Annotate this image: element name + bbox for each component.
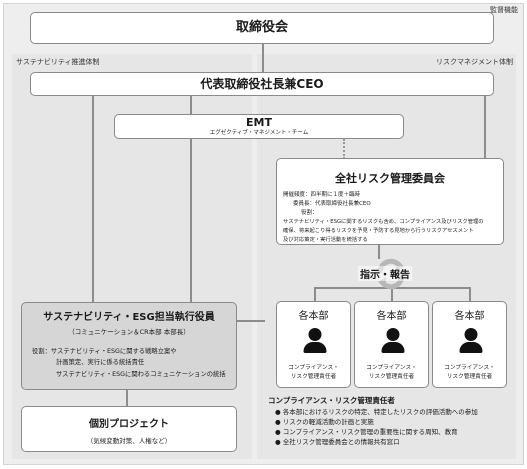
sustainability-officer-title: サステナビリティ・ESG担当執行役員 bbox=[43, 312, 215, 323]
board-title: 取締役会 bbox=[235, 20, 288, 35]
board-box: 取締役会 bbox=[30, 12, 494, 44]
supervision-label: 監督機能 bbox=[490, 6, 518, 14]
emt-title: EMT bbox=[246, 116, 272, 129]
person-icon bbox=[380, 328, 405, 354]
connector-board-ceo bbox=[262, 44, 264, 72]
risk-committee-chair: 委員長：代表取締役社長兼CEO bbox=[293, 201, 371, 207]
instruction-report-label: 指示・報告 bbox=[358, 266, 412, 281]
compliance-officer-item-text: リスクの軽減活動の計画と実施 bbox=[282, 418, 374, 426]
project-box: 個別プロジェクト （気候変動対策、人権など） bbox=[21, 406, 237, 452]
compliance-officer-item-text: 全社リスク管理委員会との情報共有窓口 bbox=[282, 438, 400, 446]
connector-left-main bbox=[92, 96, 94, 302]
division-caption-line-1: コンプライアンス・ bbox=[288, 365, 339, 371]
emt-box: EMT エグゼクティブ・マネジメント・チーム bbox=[114, 114, 404, 139]
sustainability-system-label: サステナビリティ推進体制 bbox=[16, 58, 100, 66]
connector-ceo-emt bbox=[190, 96, 192, 114]
risk-system-label: リスクマネジメント体制 bbox=[436, 58, 513, 66]
connector-division-3 bbox=[469, 287, 471, 301]
sustainability-officer-subtitle: （コミュニケーション＆CR本部 本部長） bbox=[68, 328, 190, 336]
division-title: 各本部 bbox=[298, 311, 329, 322]
sustainability-officer-role-line-2: 計画策定、実行に係る統括責任 bbox=[56, 359, 145, 366]
connector-committee-down bbox=[378, 245, 380, 259]
connector-right-main bbox=[484, 96, 486, 158]
connector-officer-right bbox=[237, 320, 265, 322]
risk-committee-role-line-3: 及び対応策定・実行活動を統括する bbox=[283, 237, 368, 243]
ceo-title: 代表取締役社長兼CEO bbox=[200, 77, 324, 91]
person-icon bbox=[302, 328, 327, 354]
project-subtitle: （気候変動対策、人権など） bbox=[86, 437, 172, 445]
compliance-officer-item: ● コンプライアンス・リスク管理の重要性に関する周知、教育 bbox=[275, 428, 458, 436]
compliance-officer-item-text: 各本部におけるリスクの特定、特定したリスクの評価活動への参加 bbox=[282, 408, 478, 416]
division-caption-line-2: リスク管理責任者 bbox=[290, 374, 337, 380]
division-caption-line-2: リスク管理責任者 bbox=[446, 374, 493, 380]
connector-division-2 bbox=[391, 287, 393, 301]
risk-committee-box: 全社リスク管理委員会 開催頻度：四半期に１度＋臨時 委員長：代表取締役社長兼CE… bbox=[276, 158, 504, 245]
connector-emt-committee-dotted bbox=[343, 139, 345, 159]
division-title: 各本部 bbox=[454, 311, 485, 322]
risk-committee-role-line-2: 確保、将来起こり得るリスクを予見・予防する見地から行うリスクアセスメント bbox=[283, 228, 474, 234]
connector-left-project bbox=[126, 390, 128, 406]
risk-committee-role-line-1: サステナビリティ・ESGに関するリスクも含め、コンプライアンス及びリスク管理の bbox=[283, 219, 484, 225]
compliance-officer-item-text: コンプライアンス・リスク管理の重要性に関する周知、教育 bbox=[282, 428, 458, 436]
risk-committee-role-label: 役割： bbox=[301, 210, 318, 216]
division-title: 各本部 bbox=[376, 311, 407, 322]
division-box: 各本部 コンプライアンス・ リスク管理責任者 bbox=[354, 301, 429, 388]
compliance-officer-item: ● 各本部におけるリスクの特定、特定したリスクの評価活動への参加 bbox=[275, 408, 478, 416]
division-box: 各本部 コンプライアンス・ リスク管理責任者 bbox=[276, 301, 351, 388]
risk-committee-frequency: 開催頻度：四半期に１度＋臨時 bbox=[283, 192, 361, 198]
compliance-officer-item: ● 全社リスク管理委員会との情報共有窓口 bbox=[275, 438, 400, 446]
division-box: 各本部 コンプライアンス・ リスク管理責任者 bbox=[432, 301, 507, 388]
sustainability-officer-box: サステナビリティ・ESG担当執行役員 （コミュニケーション＆CR本部 本部長） … bbox=[21, 302, 237, 390]
sustainability-officer-role-line-3: サステナビリティ・ESGに関わるコミュニケーションの統括 bbox=[56, 371, 226, 378]
project-title: 個別プロジェクト bbox=[89, 419, 169, 430]
compliance-officer-item: ● リスクの軽減活動の計画と実施 bbox=[275, 418, 374, 426]
ceo-box: 代表取締役社長兼CEO bbox=[30, 72, 494, 96]
compliance-officer-title: コンプライアンス・リスク管理責任者 bbox=[268, 396, 395, 405]
connector-emt-left bbox=[190, 139, 192, 302]
connector-division-1 bbox=[314, 287, 316, 301]
division-caption-line-1: コンプライアンス・ bbox=[444, 365, 495, 371]
division-caption-line-2: リスク管理責任者 bbox=[368, 374, 415, 380]
sustainability-officer-role-line-1: 役割：サステナビリティ・ESGに関する戦略立案や bbox=[32, 348, 177, 355]
risk-committee-title: 全社リスク管理委員会 bbox=[335, 172, 445, 185]
person-icon bbox=[458, 328, 483, 354]
emt-subtitle: エグゼクティブ・マネジメント・チーム bbox=[209, 130, 309, 136]
division-caption-line-1: コンプライアンス・ bbox=[366, 365, 417, 371]
